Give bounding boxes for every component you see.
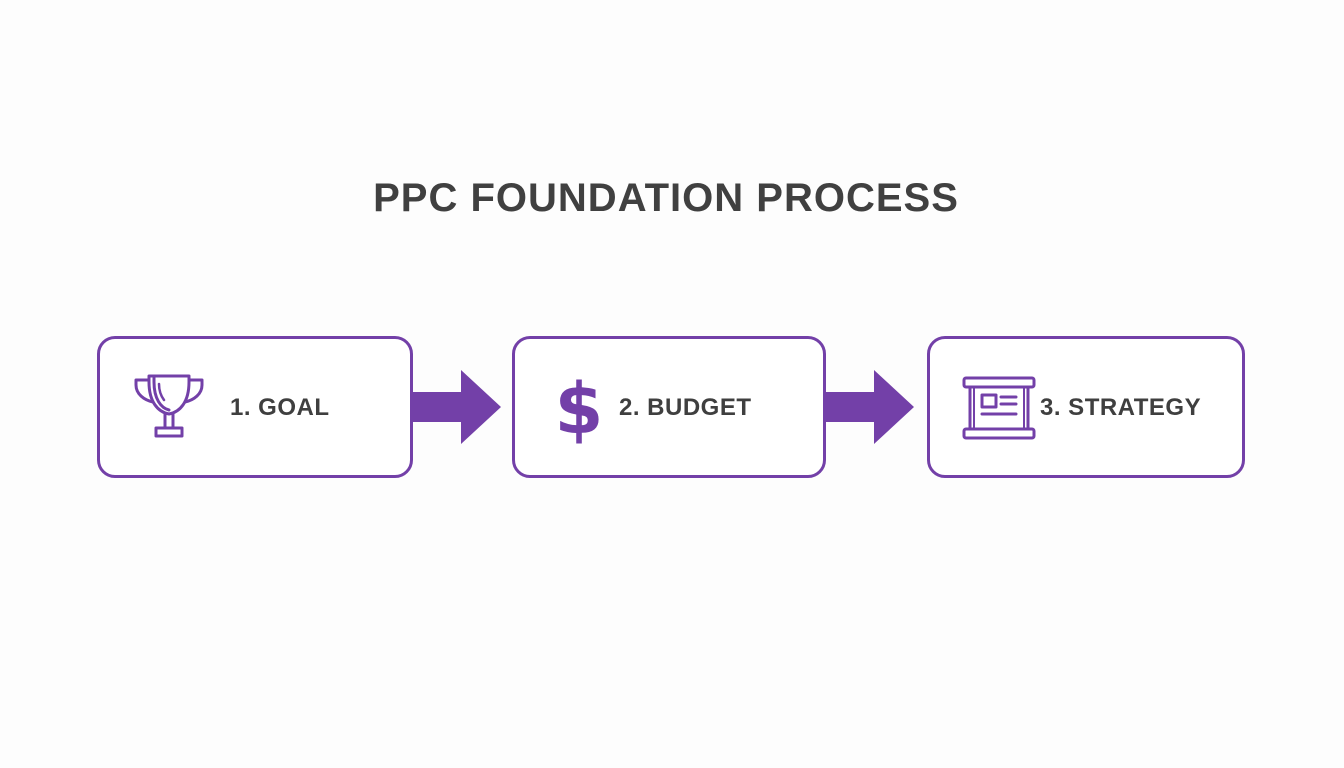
step-budget-box: $ 2. BUDGET — [512, 336, 826, 478]
step-strategy-box: 3. STRATEGY — [927, 336, 1245, 478]
step-strategy-label: 3. STRATEGY — [1040, 394, 1202, 421]
dollar-sign-icon: $ — [557, 371, 601, 445]
step-goal-box: 1. GOAL — [97, 336, 413, 478]
diagram-title: PPC FOUNDATION PROCESS — [373, 176, 959, 220]
svg-text:$: $ — [557, 371, 601, 445]
arrow-right-connector — [826, 370, 914, 444]
step-goal-label: 1. GOAL — [230, 394, 330, 421]
trophy-icon — [134, 374, 204, 438]
arrow-right-connector — [413, 370, 501, 444]
step-budget-label: 2. BUDGET — [619, 394, 752, 421]
scroll-document-icon — [962, 376, 1036, 440]
